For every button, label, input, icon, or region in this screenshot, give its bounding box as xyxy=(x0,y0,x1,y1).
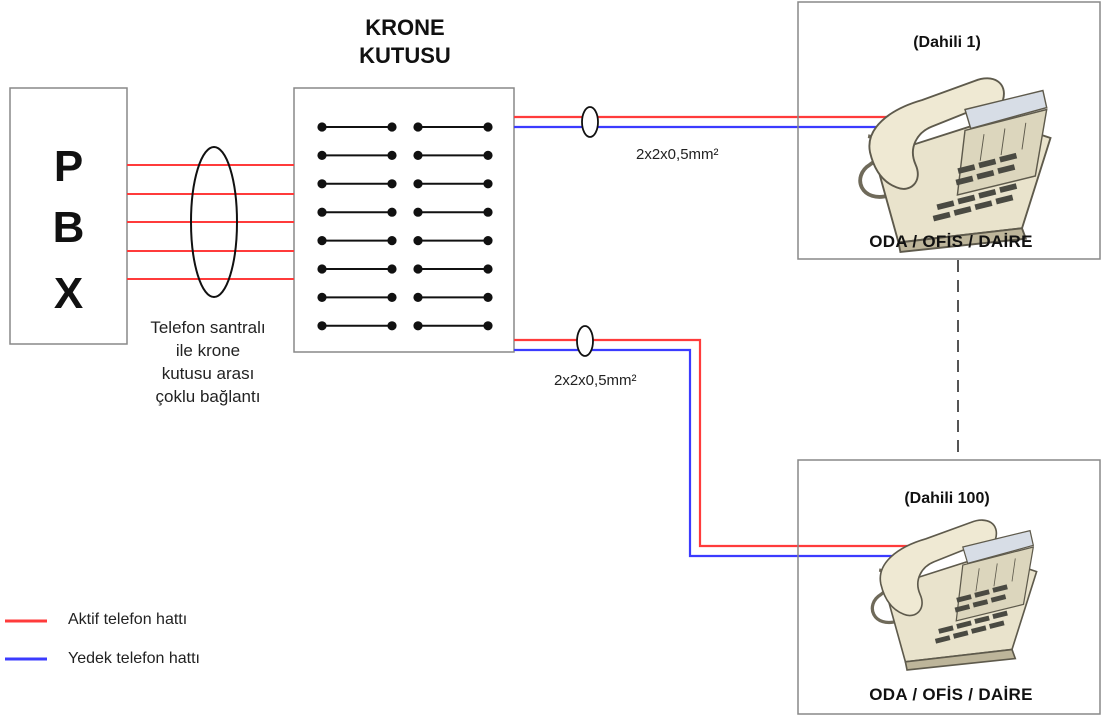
bundle-ellipse xyxy=(190,146,238,298)
terminal-dot xyxy=(413,179,423,189)
krone-box-title: KRONE KUTUSU xyxy=(359,15,451,68)
pbx-letter-b: B xyxy=(52,203,85,252)
terminal-strip xyxy=(317,321,397,331)
terminal-dot xyxy=(317,207,327,217)
terminal-dot xyxy=(483,207,493,217)
terminal-dot xyxy=(413,150,423,160)
legend-active-label: Aktif telefon hattı xyxy=(68,611,188,628)
terminal-dot xyxy=(387,236,397,246)
terminal-dot xyxy=(387,292,397,302)
room-box-1 xyxy=(797,1,1101,260)
terminal-strip xyxy=(317,292,397,302)
pbx-box xyxy=(9,87,128,345)
cable-1-label: 2x2x0,5mm² xyxy=(636,146,719,163)
terminal-strip xyxy=(413,321,493,331)
cable-2-label: 2x2x0,5mm² xyxy=(554,372,637,389)
terminal-strip xyxy=(317,122,397,132)
terminal-dot xyxy=(317,264,327,274)
extension-1-location: ODA / OFİS / DAİRE xyxy=(869,232,1033,251)
terminal-dot xyxy=(387,150,397,160)
cable-dahili-100 xyxy=(514,338,928,558)
terminal-dot xyxy=(317,321,327,331)
krone-box xyxy=(293,87,515,353)
terminal-dot xyxy=(387,207,397,217)
terminal-strip xyxy=(317,179,397,189)
pbx-krone-bundle xyxy=(127,164,294,280)
terminal-dot xyxy=(387,179,397,189)
terminal-strip xyxy=(317,150,397,160)
terminal-dot xyxy=(387,264,397,274)
terminal-strip xyxy=(413,150,493,160)
cable-2-ellipse xyxy=(576,325,594,357)
terminal-strip xyxy=(317,264,397,274)
terminal-strip xyxy=(413,236,493,246)
terminal-dot xyxy=(483,236,493,246)
terminal-dot xyxy=(317,122,327,132)
cable-1-ellipse xyxy=(581,106,599,138)
terminal-dot xyxy=(483,264,493,274)
telephone-icon xyxy=(870,518,1039,672)
terminal-dot xyxy=(317,179,327,189)
terminal-dot xyxy=(317,150,327,160)
terminal-strip xyxy=(413,122,493,132)
extension-100-location: ODA / OFİS / DAİRE xyxy=(869,685,1033,704)
terminal-dot xyxy=(413,292,423,302)
room-box-2 xyxy=(797,459,1101,715)
terminal-strips xyxy=(317,122,493,331)
terminal-strip xyxy=(413,264,493,274)
terminal-dot xyxy=(387,122,397,132)
terminal-dot xyxy=(387,321,397,331)
legend-backup-label: Yedek telefon hattı xyxy=(68,650,200,667)
terminal-dot xyxy=(483,292,493,302)
terminal-strip xyxy=(317,236,397,246)
terminal-dot xyxy=(483,321,493,331)
terminal-dot xyxy=(413,321,423,331)
terminal-strip xyxy=(413,179,493,189)
cable-dahili-1 xyxy=(514,115,898,129)
extension-1-name: (Dahili 1) xyxy=(913,34,981,51)
pbx-letter-x: X xyxy=(53,269,84,318)
pbx-letter-p: P xyxy=(53,142,84,191)
terminal-strip xyxy=(317,207,397,217)
terminal-dot xyxy=(317,236,327,246)
extension-100-name: (Dahili 100) xyxy=(904,490,990,507)
bundle-note: Telefon santralı ile krone kutusu arası … xyxy=(150,318,266,406)
terminal-dot xyxy=(483,179,493,189)
terminal-dot xyxy=(413,207,423,217)
terminal-strip xyxy=(413,292,493,302)
terminal-dot xyxy=(317,292,327,302)
terminal-dot xyxy=(413,236,423,246)
telephone-icon xyxy=(858,76,1053,254)
terminal-dot xyxy=(413,122,423,132)
terminal-strip xyxy=(413,207,493,217)
terminal-dot xyxy=(483,150,493,160)
terminal-dot xyxy=(413,264,423,274)
terminal-dot xyxy=(483,122,493,132)
